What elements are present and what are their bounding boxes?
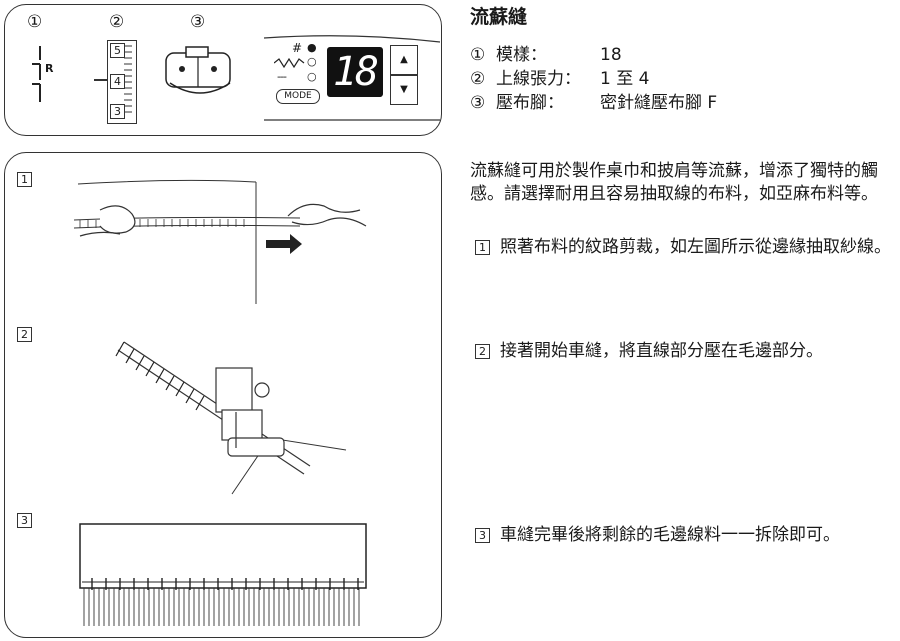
pattern-number-display: 18 <box>327 47 383 97</box>
triangle-down-icon: ▼ <box>400 84 408 95</box>
row-value: 密針縫壓布腳 F <box>600 93 718 113</box>
setting-row-pattern: ① 模樣： 18 <box>470 40 622 65</box>
indicator-dot-empty-icon-2: ○ <box>307 70 317 83</box>
side-letter: R <box>45 62 54 75</box>
row-label: 壓布腳： <box>496 93 564 113</box>
illustration-sewing-fringe <box>115 341 347 495</box>
step-1: 1 照著布料的紋路剪裁，如左圖所示從邊緣抽取紗線。 <box>470 236 895 259</box>
step-box: 2 <box>475 344 490 359</box>
row-marker: ③ <box>470 93 486 113</box>
illustration-finished-fringe <box>79 523 367 626</box>
marker-1: ① <box>27 12 43 32</box>
page-title: 流蘇縫 <box>470 6 528 28</box>
row-value: 18 <box>600 45 622 65</box>
step-text: 車縫完畢後將剩餘的毛邊線料一一拆除即可。 <box>500 525 840 545</box>
pattern-up-button[interactable]: ▲ <box>390 45 418 75</box>
stitch-pattern-icon <box>32 46 41 102</box>
step-3: 3 車縫完畢後將剩餘的毛邊線料一一拆除即可。 <box>470 524 895 547</box>
illustration-pull-threads <box>73 179 367 304</box>
row-marker: ② <box>470 69 486 89</box>
indicator-dot-empty-icon: ○ <box>307 55 317 68</box>
marker-3: ③ <box>190 12 206 32</box>
step-box-1: 1 <box>17 172 32 187</box>
step-box-3: 3 <box>17 513 32 528</box>
indicator-label-3: --- <box>277 70 287 83</box>
step-box: 1 <box>475 240 490 255</box>
tension-dial-scale-icon <box>124 45 132 113</box>
zigzag-indicator-icon <box>274 57 305 69</box>
mode-button[interactable]: MODE <box>276 89 320 104</box>
step-text: 接著開始車縫，將直線部分壓在毛邊部分。 <box>500 341 823 361</box>
indicator-dot-filled-icon: ● <box>307 41 317 54</box>
row-label: 模樣： <box>496 45 547 65</box>
dial-number-4: 4 <box>110 74 125 89</box>
step-box-2: 2 <box>17 327 32 342</box>
indicator-label-1: # <box>292 41 303 55</box>
marker-2: ② <box>109 12 125 32</box>
dial-number-3: 3 <box>110 104 125 119</box>
setting-row-tension: ② 上線張力： 1 至 4 <box>470 64 649 89</box>
panel-frame-lines <box>263 35 441 121</box>
dial-number-5: 5 <box>110 43 125 58</box>
step-box: 3 <box>475 528 490 543</box>
pattern-down-button[interactable]: ▼ <box>390 75 418 105</box>
dial-pointer-icon <box>94 79 108 81</box>
setting-row-foot: ③ 壓布腳： 密針縫壓布腳 F <box>470 88 717 113</box>
intro-paragraph: 流蘇縫可用於製作桌巾和披肩等流蘇，增添了獨特的觸感。請選擇耐用且容易抽取線的布料… <box>470 161 878 204</box>
step-text: 照著布料的紋路剪裁，如左圖所示從邊緣抽取紗線。 <box>500 237 891 257</box>
row-label: 上線張力： <box>496 69 581 89</box>
presser-foot-icon <box>165 46 231 94</box>
triangle-up-icon: ▲ <box>400 54 408 65</box>
row-marker: ① <box>470 45 486 65</box>
row-value: 1 至 4 <box>600 69 650 89</box>
step-2: 2 接著開始車縫，將直線部分壓在毛邊部分。 <box>470 340 895 363</box>
